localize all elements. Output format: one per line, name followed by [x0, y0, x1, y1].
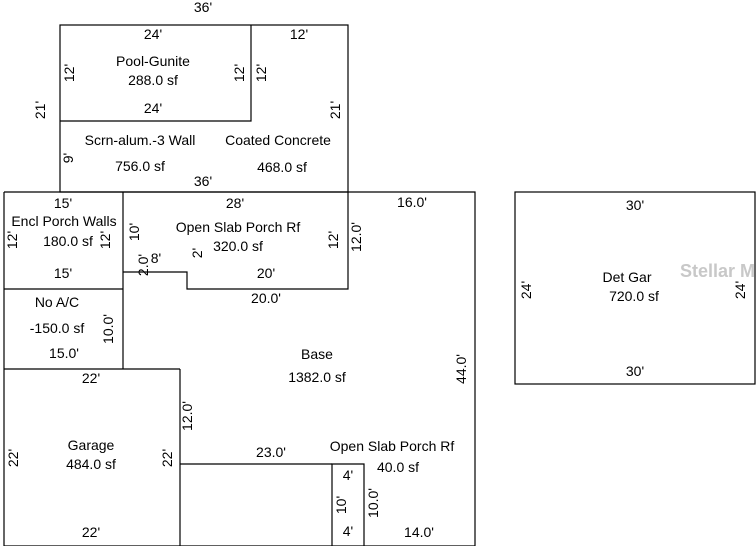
no-ac-room: No A/C -150.0 sf 10.0' 15.0': [30, 294, 116, 361]
base-area: 1382.0 sf: [288, 369, 346, 385]
det-gar-name: Det Gar: [602, 269, 651, 285]
base-top-right-dim: 16.0': [397, 194, 427, 210]
house-outline: [3, 191, 476, 546]
pool-area-bottom-dim: 36': [194, 173, 212, 189]
base-right-outer-dim: 12.0': [348, 222, 364, 252]
pool-top-dim: 24': [144, 26, 162, 42]
garage-room: 22' Garage 484.0 sf 22' 22' 22': [5, 370, 175, 540]
encl-porch-right-dim: 12': [97, 231, 113, 249]
garage-area: 484.0 sf: [66, 456, 116, 472]
pool-name: Pool-Gunite: [116, 53, 190, 69]
pool-area-value: 288.0 sf: [128, 72, 178, 88]
encl-porch-bottom-dim: 15': [54, 265, 72, 281]
det-gar-outline: [514, 191, 756, 385]
encl-porch-room: 15' Encl Porch Walls 180.0 sf 12' 12' 15…: [4, 195, 117, 281]
det-gar-area: 720.0 sf: [609, 288, 659, 304]
front-porch-area: 40.0 sf: [377, 459, 419, 475]
house-perimeter: [3, 191, 476, 546]
rear-porch-bottom-dim: 20': [257, 265, 275, 281]
base-name: Base: [301, 346, 333, 362]
rear-porch-area: 320.0 sf: [213, 238, 263, 254]
encl-porch-left-dim: 12': [4, 231, 20, 249]
rear-porch-step-dim: 8': [151, 250, 161, 266]
deck-inner-dim: 12': [253, 64, 269, 82]
front-porch-outline: [331, 463, 365, 546]
no-ac-right-dim: 10.0': [100, 314, 116, 344]
rear-porch-name: Open Slab Porch Rf: [176, 219, 301, 235]
pool-area-depth-label: 21': [32, 101, 48, 119]
base-room: 16.0' 12.0' 2.0' 20.0' Base 1382.0 sf 44…: [135, 194, 469, 460]
pool-area: 36' 21' 24' Pool-Gunite 288.0 sf 24' 12'…: [32, 0, 349, 193]
screen-name: Scrn-alum.-3 Wall: [85, 132, 196, 148]
front-porch-bottom-inner-dim: 4': [343, 523, 353, 539]
pool-left-dim: 12': [61, 64, 77, 82]
base-porch-bottom-dim: 20.0': [251, 290, 281, 306]
pool-outline: [60, 25, 252, 122]
base-right-side-dim: 44.0': [453, 354, 469, 384]
front-porch-right-dim: 10.0': [365, 488, 381, 518]
garage-right-dim: 22': [159, 449, 175, 467]
front-porch-top-dim: 4': [343, 467, 353, 483]
rear-open-porch: 28' Open Slab Porch Rf 320.0 sf 10' 8' 2…: [126, 195, 341, 281]
encl-porch-top-dim: 15': [54, 195, 72, 211]
det-gar-right-dim: 24': [732, 281, 748, 299]
rear-porch-left-dim: 10': [126, 223, 142, 241]
base-bottom-dim: 23.0': [256, 444, 286, 460]
coated-concrete-name: Coated Concrete: [225, 132, 331, 148]
det-gar-left-dim: 24': [518, 281, 534, 299]
no-ac-name: No A/C: [35, 294, 79, 310]
no-ac-bottom-dim: 15.0': [49, 345, 79, 361]
garage-name: Garage: [68, 437, 115, 453]
pool-area-width-label: 36': [194, 0, 212, 15]
encl-porch-name: Encl Porch Walls: [11, 213, 116, 229]
rear-porch-top-dim: 28': [226, 195, 244, 211]
det-gar-bottom-dim: 30': [626, 363, 644, 379]
screen-area-value: 756.0 sf: [115, 158, 165, 174]
deck-top-dim: 12': [290, 26, 308, 42]
detached-garage: 30' Det Gar 720.0 sf 24' 24' 30': [514, 191, 756, 385]
coated-concrete-area: 468.0 sf: [257, 159, 307, 175]
watermark: Stellar M: [680, 261, 755, 281]
garage-top-dim: 22': [82, 370, 100, 386]
deck-right-dim: 21': [327, 101, 343, 119]
front-porch-bottom-dim: 14.0': [404, 524, 434, 540]
garage-bottom-dim: 22': [82, 524, 100, 540]
rear-porch-right-dim: 12': [325, 231, 341, 249]
front-open-porch: Open Slab Porch Rf 40.0 sf 4' 10' 10.0' …: [330, 438, 455, 540]
pool-right-dim: 12': [231, 64, 247, 82]
rear-porch-step-drop-dim: 2': [189, 248, 205, 258]
no-ac-area: -150.0 sf: [30, 320, 85, 336]
rear-porch-outline: [123, 192, 349, 290]
garage-left-dim: 22': [5, 449, 21, 467]
det-gar-top-dim: 30': [626, 197, 644, 213]
screen-side-dim: 9': [60, 153, 76, 163]
pool-bottom-dim: 24': [144, 100, 162, 116]
base-garage-right-dim: 12.0': [179, 401, 195, 431]
encl-porch-area: 180.0 sf: [43, 233, 93, 249]
front-porch-left-dim: 10': [333, 496, 349, 514]
base-step-left-dim: 2.0': [135, 254, 151, 276]
front-porch-name: Open Slab Porch Rf: [330, 438, 455, 454]
